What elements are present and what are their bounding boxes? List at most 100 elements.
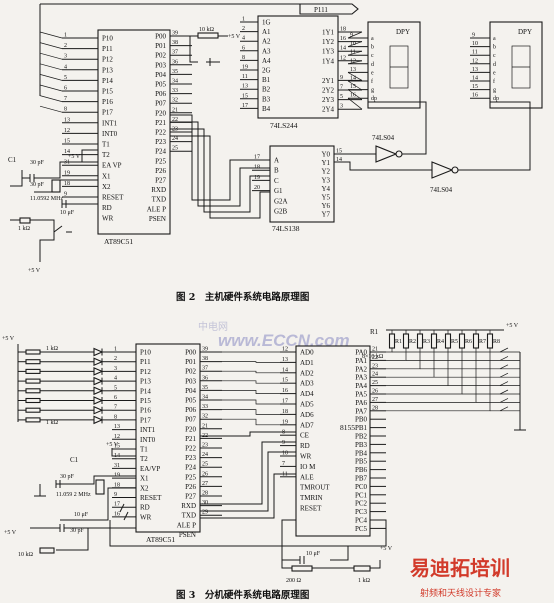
fig2-mcu-pin-number: 39 [172,31,178,37]
fig3-vcc-4: +5 V [106,442,119,448]
fig2-decoder-pin-number: 17 [254,155,260,161]
fig2-bus-tap [39,52,63,60]
fig2-display-1-segment-label: c [371,53,374,59]
fig2-buffer-pin-number: 4 [242,36,245,42]
fig2-display-2-segment-label: dp [493,96,499,102]
fig2-mcu-pin-label: P06 [155,90,166,98]
fig2-mcu-pin-number: 25 [172,146,178,152]
fig2-display-1-segment-label: f [371,78,373,85]
fig2-decoder-pin-label: G2A [274,197,288,205]
fig3-led-array [17,344,112,425]
fig3-mcu-pin-number: 17 [114,502,120,508]
fig2-reset-cap [61,200,98,208]
fig3-led [93,415,104,425]
fig3-cap-c1 [55,475,136,488]
fig3-pullup-resistor [430,333,438,349]
fig2-buffer-pin-label: B2 [262,86,271,94]
figure3: 中电网 www.ECCN.com AT89C51 P101P112P123P13… [2,320,526,601]
fig2-buffer-pin-label: B1 [262,76,271,84]
fig3-ppi-pin-label: WR [300,453,312,461]
fig3-ppi-out-number: 28 [372,405,378,411]
fig2-buffer-out-label: 1Y3 [322,48,335,56]
fig3-cap-c2 [60,487,136,521]
fig2-top-bus [40,3,301,10]
fig2-display-1-segment-label: a [371,36,374,42]
fig3-led-res-top: 1 kΩ [46,346,59,352]
fig3-mcu-pin-label: P22 [185,445,196,453]
fig3-mcu-pin-label: RD [140,504,150,512]
fig3-ppi-out-number: 26 [372,389,378,395]
fig2-display-2-segment-label: d [493,62,496,68]
fig2-buffer-pin-label: B4 [262,105,271,113]
fig3-ppi-out-label: PC5 [355,525,368,533]
fig3-mcu-pin-number: 26 [202,471,208,477]
fig2-p2-wire-a [170,114,270,201]
fig2-vcc-2: +5 V [68,154,81,160]
fig3-mcu-pin-number: 13 [114,424,120,430]
fig2-display-1-segment-number: 15 [350,84,356,90]
fig3-ppi-out-label: PB6 [355,466,368,474]
fig2-mcu-pin-label: P13 [102,66,113,74]
fig2-buffer-out-number: 9 [340,75,343,81]
fig3-pullup-name: R3 [423,339,430,345]
fig3-mcu-pin-label: P27 [185,493,196,501]
fig2-cap-value-1: 30 pF [30,160,45,166]
fig3-mcu-pin-label: T2 [140,455,148,463]
fig3-ppi-pin-label: AD7 [300,421,314,429]
fig3-pullup-wire [386,348,449,386]
fig3-ppi-pin-number: 12 [282,347,288,353]
fig2-inverter-1-bubble [395,150,403,158]
fig2-buffer-pin-label: B3 [262,95,271,103]
fig3-vcc-3: +5 V [4,530,17,536]
fig2-buffer-out-number: 12 [340,55,346,61]
fig3-pullup-name: R1 [395,339,402,345]
fig2-display-2-segment-label: f [493,78,495,85]
fig2-decoder-out-number: 14 [336,157,342,163]
fig3-bus-line [222,380,280,384]
fig2-inverter-1-label: 74LS04 [372,134,395,142]
fig2-reset-res [19,217,31,224]
fig3-ppi-out-label: PA7 [355,407,367,415]
fig2-mcu-pin-label: P14 [102,77,113,85]
fig2-inverter-2-label: 74LS04 [430,186,453,194]
fig2-mcu-left-pins: P101P112P123P134P145P156P167P178INT113IN… [62,33,124,223]
fig2-bus-tap [39,63,63,71]
fig2-bus-tap [39,42,63,49]
fig3-mcu-pin-number: 36 [202,375,208,381]
fig2-decoder-out-label: Y6 [321,202,330,210]
fig2-display-2-segment-number: 10 [472,41,478,47]
fig3-reset-wire [56,528,89,551]
fig2-buffer-pin-number: 11 [242,74,248,80]
fig3-ppi-out-number: 22 [372,355,378,361]
fig2-mcu-pin-label: RXD [151,186,166,194]
fig3-bus-line [222,361,280,363]
fig2-decoder-out-label: Y3 [321,176,330,184]
fig3-mcu-pin-number: 15 [114,444,120,450]
fig2-buffer-pin-number: 15 [242,93,248,99]
fig2-p2-wire-d [170,135,270,219]
fig2-display-2-segment-number: 16 [472,93,478,99]
fig2-mcu-pin-label: RD [102,204,112,212]
fig2-decoder-out-label: Y5 [321,194,330,202]
fig3-ppi-pin-number: 16 [282,388,288,394]
fig3-ppi-out-label: PB3 [355,441,368,449]
fig2-resistor-10k [197,32,219,39]
fig3-led-resistor [25,407,41,413]
fig2-display-2-segment-number: 14 [472,76,478,82]
fig2-buffer-pin-label: A1 [262,28,271,36]
fig3-wr-wire [200,451,296,512]
fig2-display-1-segment-number: 9 [350,33,353,39]
fig2-decoder-out-label: Y2 [321,168,330,176]
fig3-led-resistor [25,417,41,423]
fig2-display-wire [347,60,363,65]
fig3-mcu-pin-label: P07 [185,416,196,424]
fig2-mcu-pin-label: P03 [155,61,166,69]
fig3-mcu-pin-number: 29 [202,510,208,516]
fig3-ppi-pin-label: TMRIN [300,494,323,502]
fig2-reset-switch [53,225,72,233]
fig2-mcu-pin-label: P05 [155,81,166,89]
fig2-mcu-pin-label: RESET [102,194,124,202]
fig3-pullup-wire [386,348,435,378]
fig3-ppi-pin-label: AD1 [300,359,314,367]
fig3-mcu-pin-number: 6 [114,395,117,401]
